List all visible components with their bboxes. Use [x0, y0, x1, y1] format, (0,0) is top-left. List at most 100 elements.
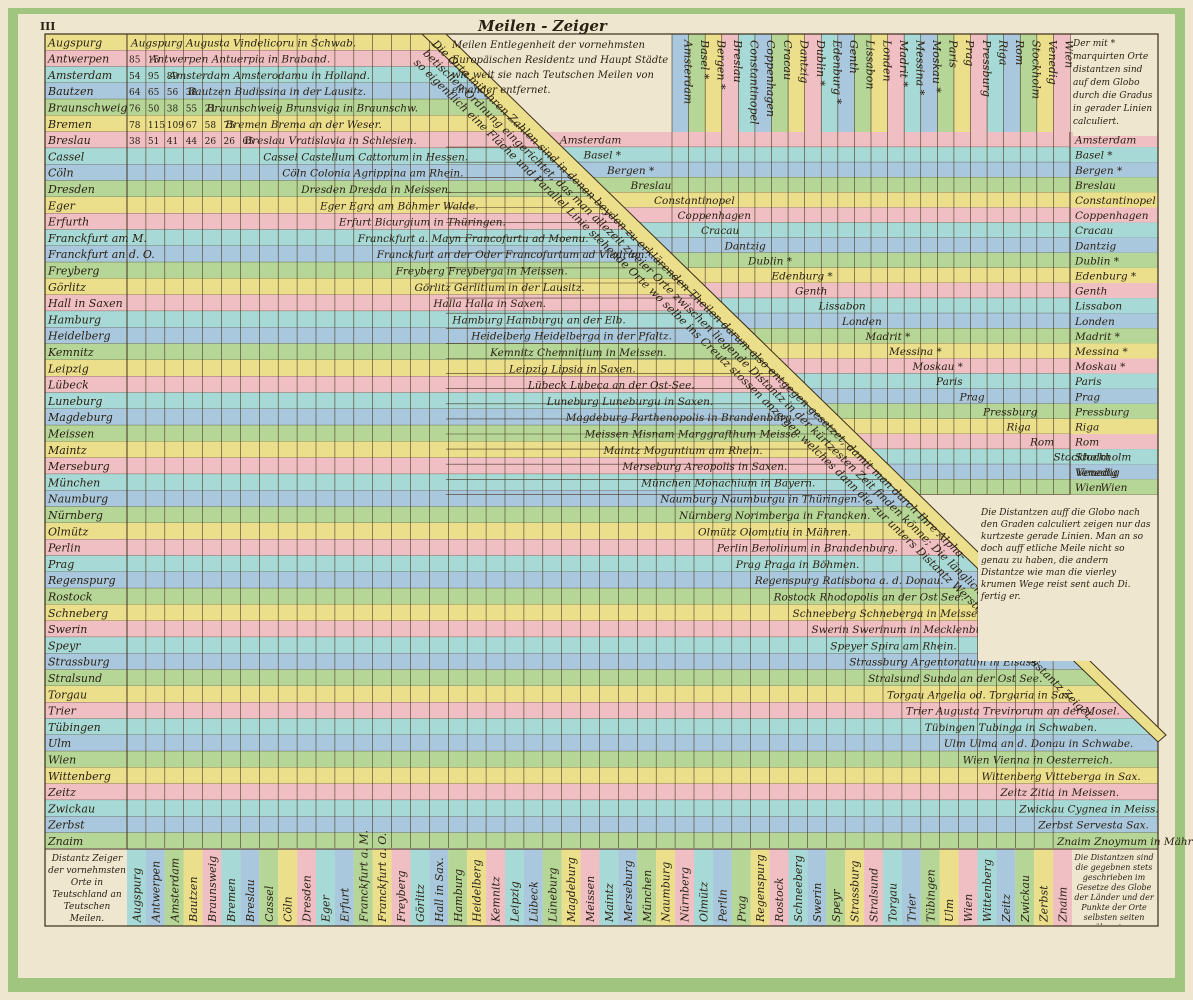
europe-right-label-band — [1070, 237, 1158, 253]
latin-place-label: Ulm Ulma an d. Donau in Schwabe. — [944, 738, 1134, 750]
top-column-label: Lissabon — [864, 39, 877, 89]
bottom-column-band — [429, 849, 449, 926]
distance-cell: 41 — [167, 137, 178, 147]
europe-row-label: Paris — [935, 376, 963, 388]
bottom-column-band — [618, 849, 638, 926]
europe-right-label-band — [1070, 403, 1158, 419]
table-frame — [44, 33, 1159, 927]
europe-row-label: Rom — [1029, 437, 1054, 449]
europe-right-label-band — [1070, 222, 1158, 238]
row-place-label: Amsterdam — [47, 69, 112, 82]
latin-place-label: Heidelberg Heidelberga in der Pfaltz. — [470, 331, 672, 343]
bottom-column-band — [145, 849, 165, 926]
bottom-right-note-box: Die Distantzen sind die gegebnen stets g… — [1074, 853, 1154, 925]
bottom-right-note: Die Distantzen sind die gegebnen stets g… — [1074, 853, 1154, 925]
bottom-column-label: Regenspurg — [754, 855, 767, 924]
europe-right-label-band — [1070, 449, 1158, 465]
row-place-label: Dresden — [47, 183, 95, 196]
row-place-label: München — [47, 476, 100, 489]
latin-place-label: Zeitz Zitia in Meissen. — [999, 787, 1119, 799]
row-band — [45, 637, 1158, 654]
top-column-label: Moskau * — [930, 39, 943, 93]
top-column-band — [804, 34, 822, 132]
bottom-column-band — [958, 849, 978, 926]
distance-cell: 75 — [224, 121, 236, 131]
latin-place-label: Luneburg Luneburgu in Saxen. — [546, 396, 713, 408]
distance-cell: 44 — [186, 137, 198, 147]
bottom-column-band — [561, 849, 581, 926]
distance-cell: 95 — [148, 72, 160, 82]
bottom-column-label: Erfurt — [338, 887, 351, 923]
top-column-band — [987, 34, 1004, 132]
globe-note-box: Die Distantzen auff die Globo nach den G… — [978, 505, 1156, 661]
top-column-band — [821, 34, 838, 132]
row-band — [45, 474, 1158, 491]
europe-right-label-band — [1070, 479, 1158, 495]
distance-cell: 56 — [167, 88, 179, 98]
row-place-label: Nürnberg — [47, 509, 103, 522]
distance-cell: 58 — [205, 121, 217, 131]
europe-right-label-band — [1070, 388, 1158, 404]
row-place-label: Leipzig — [47, 362, 89, 375]
bottom-column-band — [240, 849, 260, 926]
bottom-column-band — [939, 849, 959, 926]
top-column-label: Madrit * — [897, 39, 910, 88]
row-place-label: Erfurth — [47, 216, 89, 229]
europe-right-label: Cracau — [1075, 225, 1113, 237]
bottom-column-band — [221, 849, 241, 926]
europe-right-label-band — [1070, 267, 1158, 283]
latin-place-label: Trier Augusta Trevirorum an der Mosel. — [906, 706, 1120, 718]
europe-row-band — [446, 132, 1070, 148]
bottom-column-label: Zerbst — [1038, 885, 1051, 923]
bottom-column-bands — [45, 34, 1158, 926]
top-column-label: Dublin * — [814, 39, 827, 87]
plate-title: Meilen - Zeiger — [477, 17, 608, 35]
distance-cell: 115 — [148, 121, 165, 131]
latin-place-label: Franckfurt a. Mayn Francofurtu ad Moenu. — [357, 233, 589, 245]
bottom-column-band — [486, 849, 505, 926]
bottom-column-band — [372, 849, 392, 926]
row-band — [45, 620, 1158, 638]
europe-right-label: Prag — [1074, 391, 1100, 403]
top-column-label: Edenburg * — [831, 39, 844, 105]
distance-cell: 38 — [129, 137, 141, 147]
bottom-column-band — [694, 849, 713, 926]
distance-cell: 64 — [129, 88, 141, 98]
bottom-column-label: Heidelberg — [471, 859, 484, 923]
europe-right-label-band — [1070, 177, 1158, 193]
top-column-band — [688, 34, 706, 132]
bottom-column-label: Nürnberg — [679, 867, 692, 923]
bottom-column-label: Dresden — [301, 875, 314, 923]
europe-right-label-band — [1070, 283, 1158, 299]
latin-place-label: Swerin Swerinum in Mecklenburg. — [811, 624, 997, 636]
latin-place-label: Speyer Spira am Rhein. — [830, 640, 956, 652]
row-place-label: Bautzen — [47, 85, 94, 98]
latin-place-label: Erfurt Bicurgium in Thüringen. — [338, 217, 506, 229]
latin-place-label: Leipzig Lipsia in Saxen. — [508, 363, 636, 375]
row-place-label: Antwerpen — [47, 53, 109, 66]
row-place-label: Kemnitz — [47, 346, 94, 359]
top-column-label: Rom — [1013, 39, 1026, 65]
europe-row-label: Messina * — [888, 346, 942, 358]
europe-row-label: Bergen * — [606, 165, 655, 177]
bottom-column-label: Cassel — [263, 885, 276, 922]
bottom-column-label: Zeitz — [1000, 894, 1013, 923]
europe-row-label: Prag — [959, 391, 985, 403]
bottom-column-band — [202, 849, 222, 926]
bottom-column-band — [750, 849, 770, 926]
europe-row-band — [446, 162, 1070, 178]
bottom-column-label: Olmütz — [697, 882, 710, 922]
distance-cell: 78 — [129, 121, 141, 131]
row-place-label: Swerin — [48, 623, 87, 636]
top-column-band — [1020, 34, 1037, 132]
bottom-column-label: Merseburg — [622, 860, 635, 923]
distance-cell: 50 — [148, 105, 160, 115]
latin-place-label: Lübeck Lubeca an der Ost-See. — [527, 380, 695, 392]
europe-right-label: Madrit * — [1074, 331, 1121, 343]
top-column-band — [920, 34, 938, 132]
bottom-column-label: Meissen — [584, 876, 597, 923]
row-band — [45, 555, 1158, 572]
europe-right-label: Messina * — [1074, 346, 1128, 358]
